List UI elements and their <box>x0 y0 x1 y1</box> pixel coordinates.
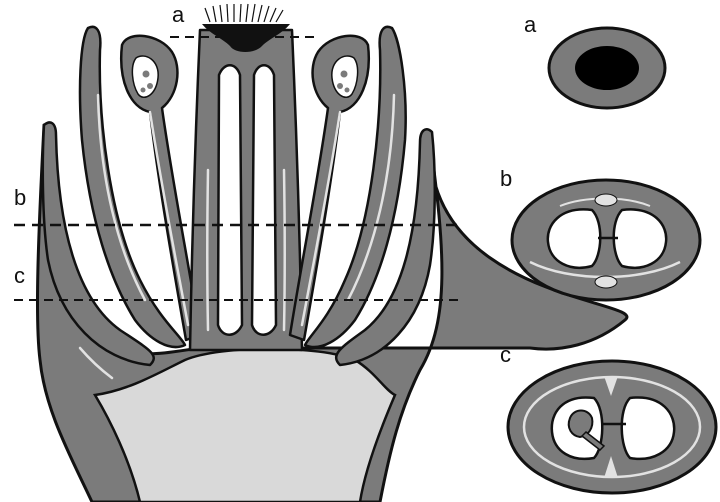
locule-right <box>252 65 276 335</box>
label-main-c: c <box>14 263 25 288</box>
locule-left <box>218 65 242 335</box>
stigma-hairs <box>205 4 283 22</box>
label-section-a: a <box>524 12 537 37</box>
section-a-core <box>575 46 639 90</box>
section-b-locule-left <box>548 209 600 267</box>
label-section-c: c <box>500 342 511 367</box>
section-c-locule-right <box>622 397 674 458</box>
section-b-locule-right <box>614 209 666 267</box>
cross-section-c: c <box>500 342 716 493</box>
cross-section-a: a <box>524 12 665 108</box>
section-c-ovule <box>569 411 593 438</box>
section-b-strand-top <box>595 194 617 206</box>
section-b-strand-bottom <box>595 276 617 288</box>
label-main-b: b <box>14 185 26 210</box>
label-section-b: b <box>500 166 512 191</box>
label-main-a: a <box>172 2 185 27</box>
